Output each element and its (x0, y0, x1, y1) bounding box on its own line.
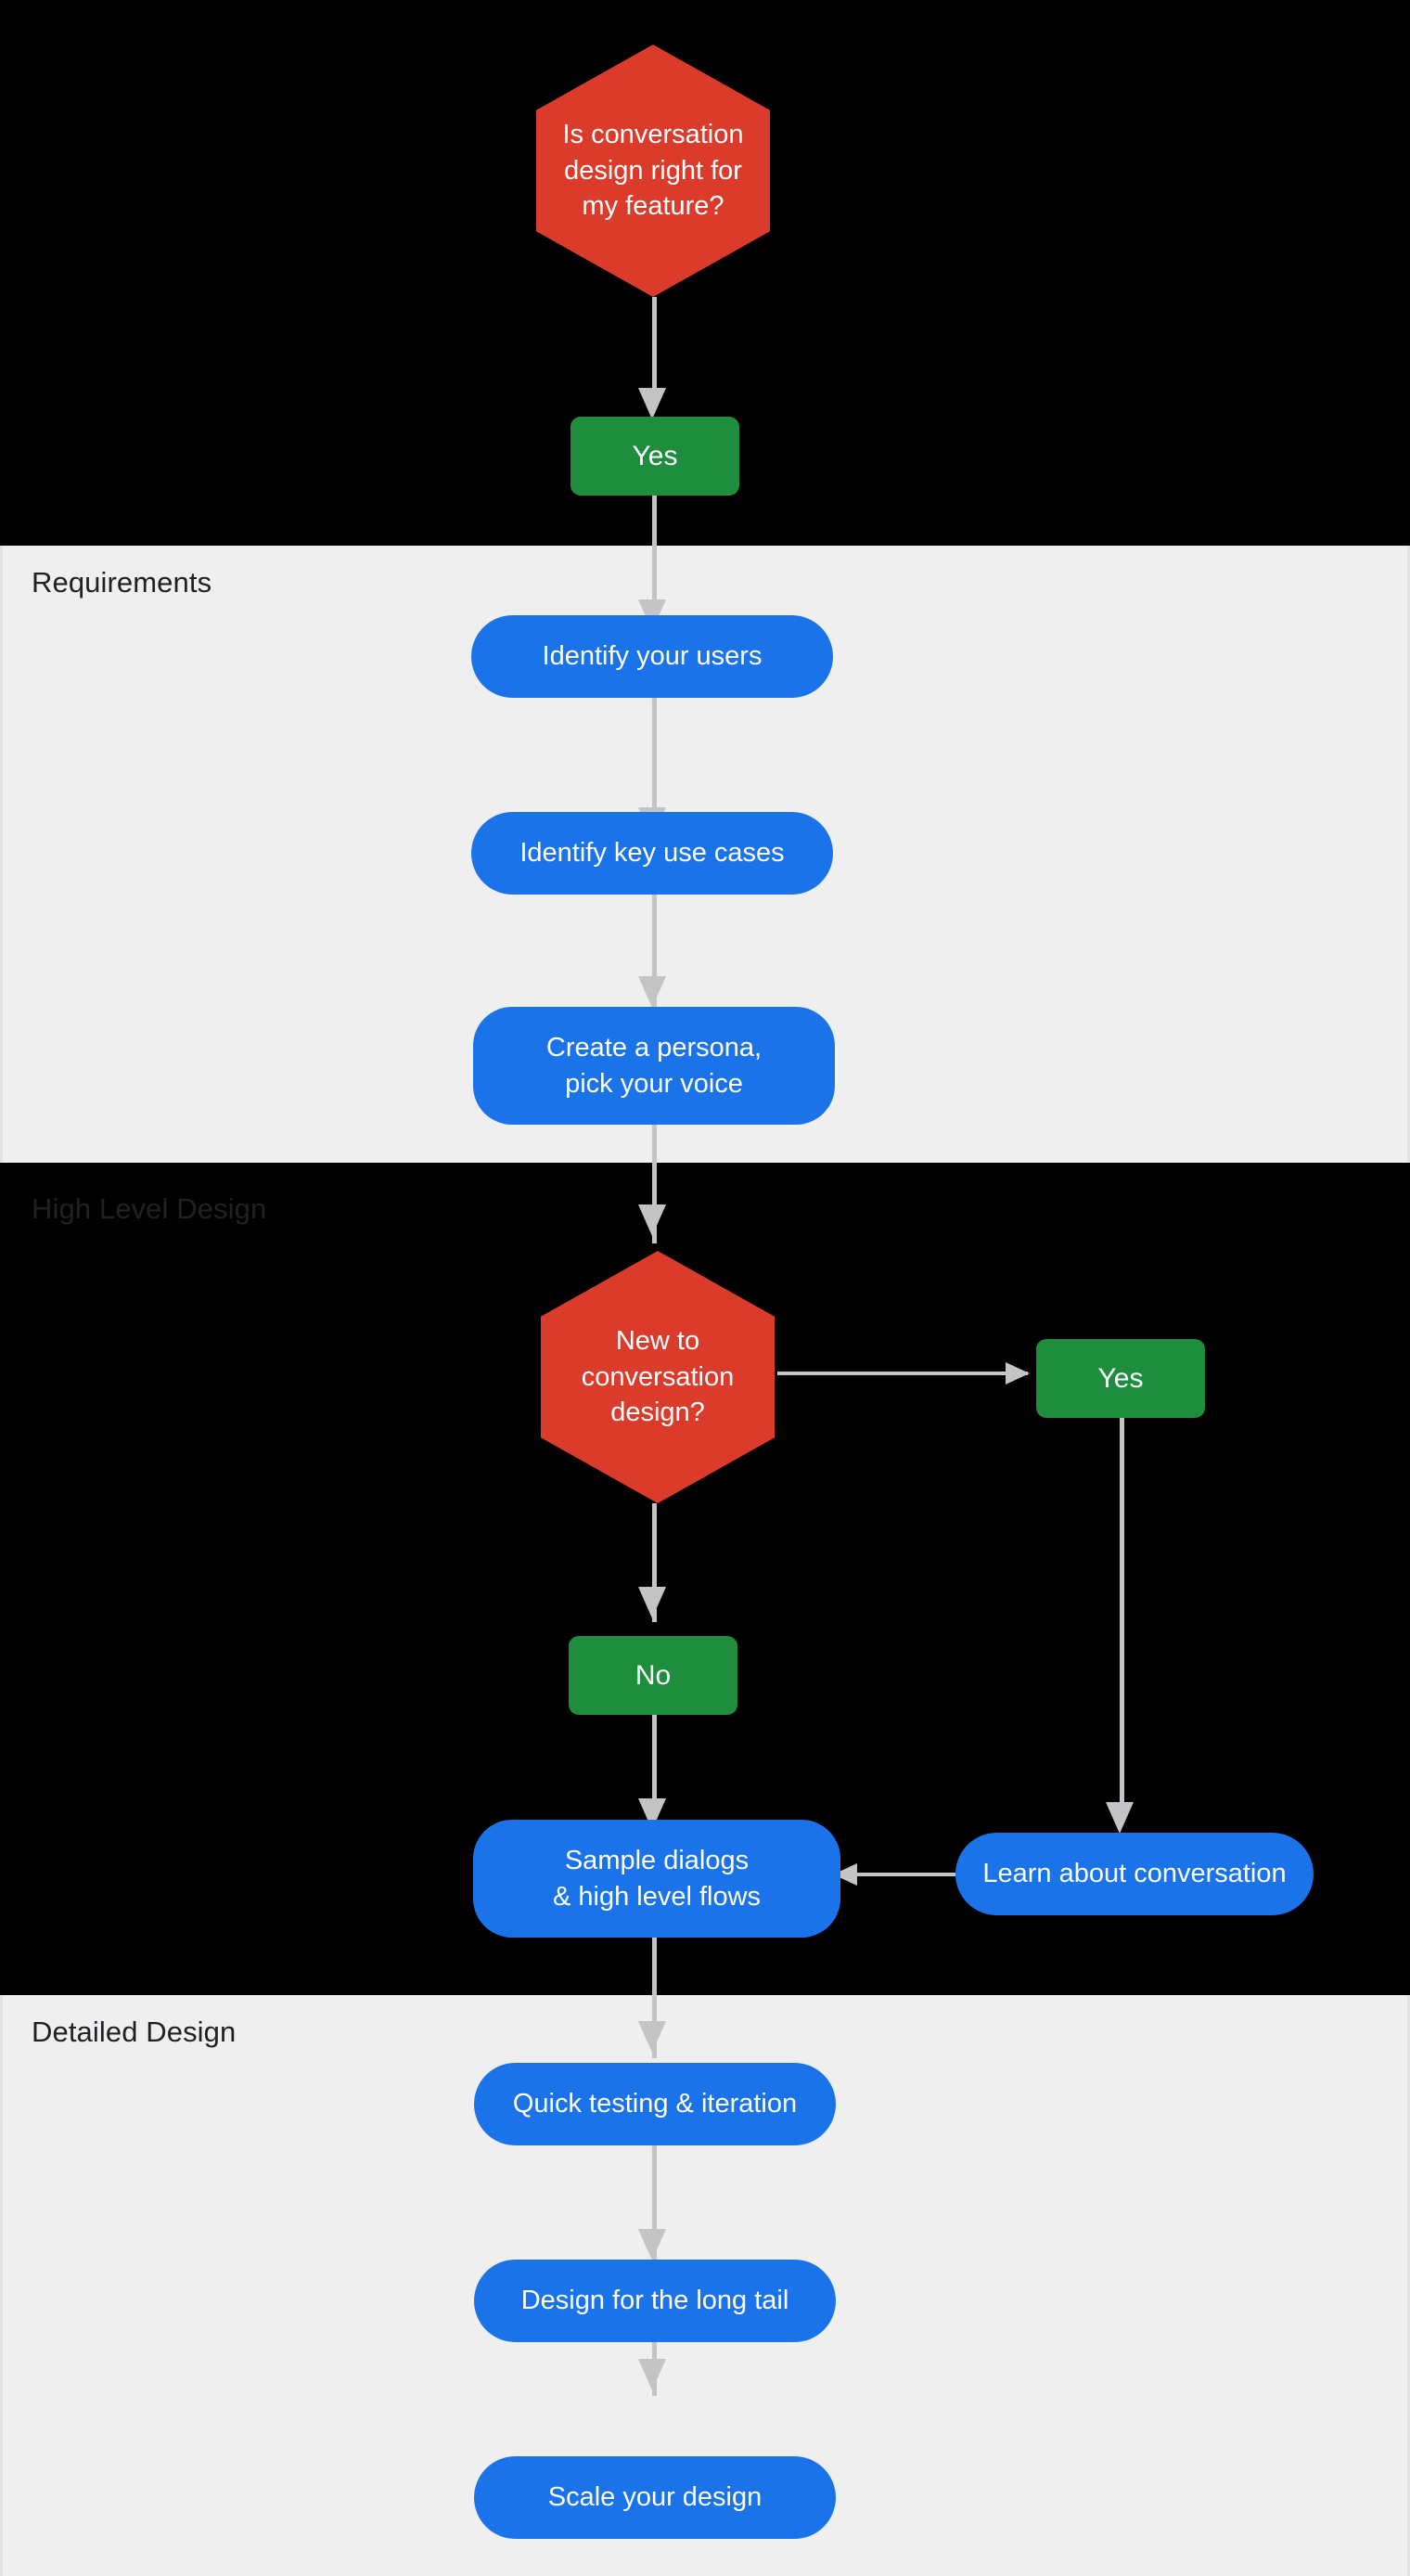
step-sample-dialogs-line-1: Sample dialogs (564, 1845, 750, 1875)
connector-sample-dialogs-to-quick-testing (652, 1938, 657, 2058)
answer-no-after-decision-2[interactable]: No (569, 1636, 737, 1715)
arrowhead-quick-testing-to-long-tail (638, 2229, 666, 2260)
arrowhead-long-tail-to-scale (638, 2359, 666, 2390)
step-sample-dialogs-text: Sample dialogs & high level flows (497, 1843, 816, 1914)
step-learn-conversation-label: Learn about conversation (982, 1859, 1287, 1889)
arrowhead-yes2-to-learn (1106, 1802, 1134, 1834)
section-label-requirements: Requirements (32, 566, 212, 599)
connector-yes2-to-learn (1120, 1418, 1124, 1817)
step-sample-dialogs-high-level-flows[interactable]: Sample dialogs & high level flows (473, 1820, 840, 1938)
connector-decision2-to-no1 (652, 1503, 657, 1622)
step-quick-testing-iteration[interactable]: Quick testing & iteration (474, 2063, 836, 2145)
step-identify-users-label: Identify your users (542, 641, 763, 672)
step-create-persona-pick-voice[interactable]: Create a persona, pick your voice (473, 1007, 835, 1125)
section-label-detailed-design: Detailed Design (32, 2016, 237, 2048)
arrowhead-sample-dialogs-to-quick-testing (638, 2021, 666, 2053)
answer-yes-after-decision-1[interactable]: Yes (570, 417, 739, 496)
connector-identify-users-to-use-cases (652, 698, 657, 818)
step-quick-testing-label: Quick testing & iteration (512, 2089, 798, 2119)
connector-use-cases-to-persona (652, 895, 657, 1015)
connector-decision1-to-yes1 (652, 297, 657, 399)
arrowhead-decision2-to-yes2 (1006, 1362, 1030, 1385)
decision-1-line-2: design right for (564, 155, 742, 186)
connector-no1-to-sample-dialogs (652, 1715, 657, 1835)
answer-no-1-label: No (634, 1659, 672, 1691)
step-create-persona-line-1: Create a persona, (545, 1032, 763, 1063)
step-sample-dialogs-line-2: & high level flows (552, 1881, 762, 1912)
answer-yes-1-label: Yes (632, 440, 678, 471)
connector-quick-testing-to-long-tail (652, 2145, 657, 2266)
step-identify-use-cases-label: Identify key use cases (519, 838, 785, 869)
connector-yes1-to-identify-users (652, 496, 657, 611)
decision-2-line-3: design? (610, 1397, 705, 1428)
connector-persona-to-decision2 (652, 1125, 657, 1243)
arrowhead-use-cases-to-persona (638, 976, 666, 1008)
step-learn-about-conversation[interactable]: Learn about conversation (955, 1833, 1314, 1915)
arrowhead-decision2-to-no1 (638, 1587, 666, 1618)
decision-2-line-2: conversation (581, 1361, 735, 1392)
answer-yes-after-decision-2[interactable]: Yes (1036, 1339, 1205, 1418)
section-label-high-level-design: High Level Design (32, 1192, 267, 1225)
step-design-for-long-tail[interactable]: Design for the long tail (474, 2260, 836, 2342)
step-long-tail-label: Design for the long tail (520, 2286, 789, 2316)
step-scale-your-design[interactable]: Scale your design (474, 2456, 836, 2539)
step-identify-your-users[interactable]: Identify your users (471, 615, 833, 698)
decision-2-text: New to conversation design? (558, 1323, 758, 1431)
decision-1-text: Is conversation design right for my feat… (553, 117, 753, 225)
step-create-persona-line-2: pick your voice (565, 1068, 743, 1099)
decision-1-line-1: Is conversation (562, 120, 744, 150)
answer-yes-2-label: Yes (1097, 1362, 1144, 1394)
arrowhead-persona-to-decision2 (638, 1204, 666, 1236)
decision-2-line-1: New to (615, 1326, 700, 1357)
connector-decision2-to-yes2 (777, 1372, 1028, 1375)
connector-learn-to-sample-dialogs (841, 1873, 955, 1876)
step-identify-key-use-cases[interactable]: Identify key use cases (471, 812, 833, 895)
decision-1-line-3: my feature? (582, 191, 724, 222)
step-scale-design-label: Scale your design (547, 2482, 763, 2513)
arrowhead-decision1-to-yes1 (638, 388, 666, 419)
step-create-persona-text: Create a persona, pick your voice (497, 1030, 811, 1101)
